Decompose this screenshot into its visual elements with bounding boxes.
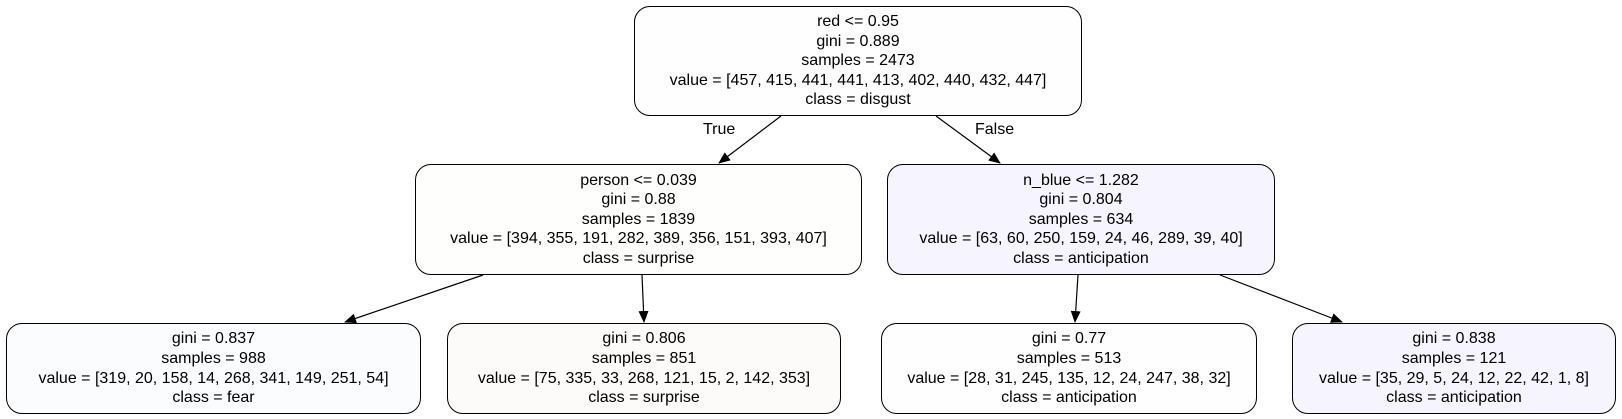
node-value: value = [28, 31, 245, 135, 12, 24, 247, … <box>907 369 1231 387</box>
node-value: value = [63, 60, 250, 159, 24, 46, 289, … <box>919 230 1243 248</box>
edge-right-rightleaf <box>1219 274 1343 323</box>
tree-leaf-left-right: gini = 0.806 samples = 851 value = [75, … <box>447 323 841 414</box>
tree-leaf-right-right: gini = 0.838 samples = 121 value = [35, … <box>1292 323 1616 414</box>
node-class: class = anticipation <box>1013 249 1149 267</box>
edge-root-left <box>718 115 782 164</box>
node-value: value = [75, 335, 33, 268, 121, 15, 2, 1… <box>477 369 811 387</box>
edge-left-leftleaf <box>344 274 484 324</box>
node-samples: samples = 634 <box>1028 210 1134 228</box>
node-samples: samples = 1839 <box>581 210 696 228</box>
node-samples: samples = 121 <box>1401 349 1507 367</box>
node-split-rule: red <= 0.95 <box>817 13 899 31</box>
node-gini: gini = 0.88 <box>601 191 676 209</box>
node-class: class = disgust <box>805 91 911 109</box>
node-class: class = surprise <box>582 249 695 267</box>
edge-label-false: False <box>975 121 1015 138</box>
node-value: value = [35, 29, 5, 24, 12, 22, 42, 1, 8… <box>1319 369 1589 387</box>
node-gini: gini = 0.806 <box>602 330 686 348</box>
node-split-rule: n_blue <= 1.282 <box>1023 171 1139 189</box>
node-samples: samples = 2473 <box>801 52 915 70</box>
tree-leaf-right-left: gini = 0.77 samples = 513 value = [28, 3… <box>881 323 1257 414</box>
node-class: class = fear <box>172 389 255 407</box>
edge-right-leftleaf <box>1070 274 1081 323</box>
node-class: class = surprise <box>588 389 700 407</box>
edge-label-true: True <box>703 121 736 138</box>
tree-leaf-left-left: gini = 0.837 samples = 988 value = [319,… <box>6 323 421 414</box>
node-class: class = anticipation <box>1001 389 1137 407</box>
node-value: value = [319, 20, 158, 14, 268, 341, 149… <box>38 369 389 387</box>
node-split-rule: person <= 0.039 <box>580 171 697 189</box>
node-value: value = [457, 415, 441, 441, 413, 402, 4… <box>669 71 1047 89</box>
node-samples: samples = 851 <box>591 349 697 367</box>
node-gini: gini = 0.838 <box>1412 330 1496 348</box>
node-samples: samples = 988 <box>161 349 266 367</box>
node-samples: samples = 513 <box>1016 349 1122 367</box>
tree-node-right: n_blue <= 1.282 gini = 0.804 samples = 6… <box>887 164 1275 275</box>
node-gini: gini = 0.837 <box>171 330 256 348</box>
tree-node-left: person <= 0.039 gini = 0.88 samples = 18… <box>415 164 862 275</box>
tree-node-root: red <= 0.95 gini = 0.889 samples = 2473 … <box>634 6 1082 116</box>
node-gini: gini = 0.889 <box>816 32 900 50</box>
edge-root-right <box>935 115 1001 164</box>
node-gini: gini = 0.804 <box>1039 191 1123 209</box>
node-gini: gini = 0.77 <box>1031 330 1107 348</box>
node-value: value = [394, 355, 191, 282, 389, 356, 1… <box>450 230 827 248</box>
node-class: class = anticipation <box>1386 389 1522 407</box>
edge-left-rightleaf <box>638 274 649 323</box>
